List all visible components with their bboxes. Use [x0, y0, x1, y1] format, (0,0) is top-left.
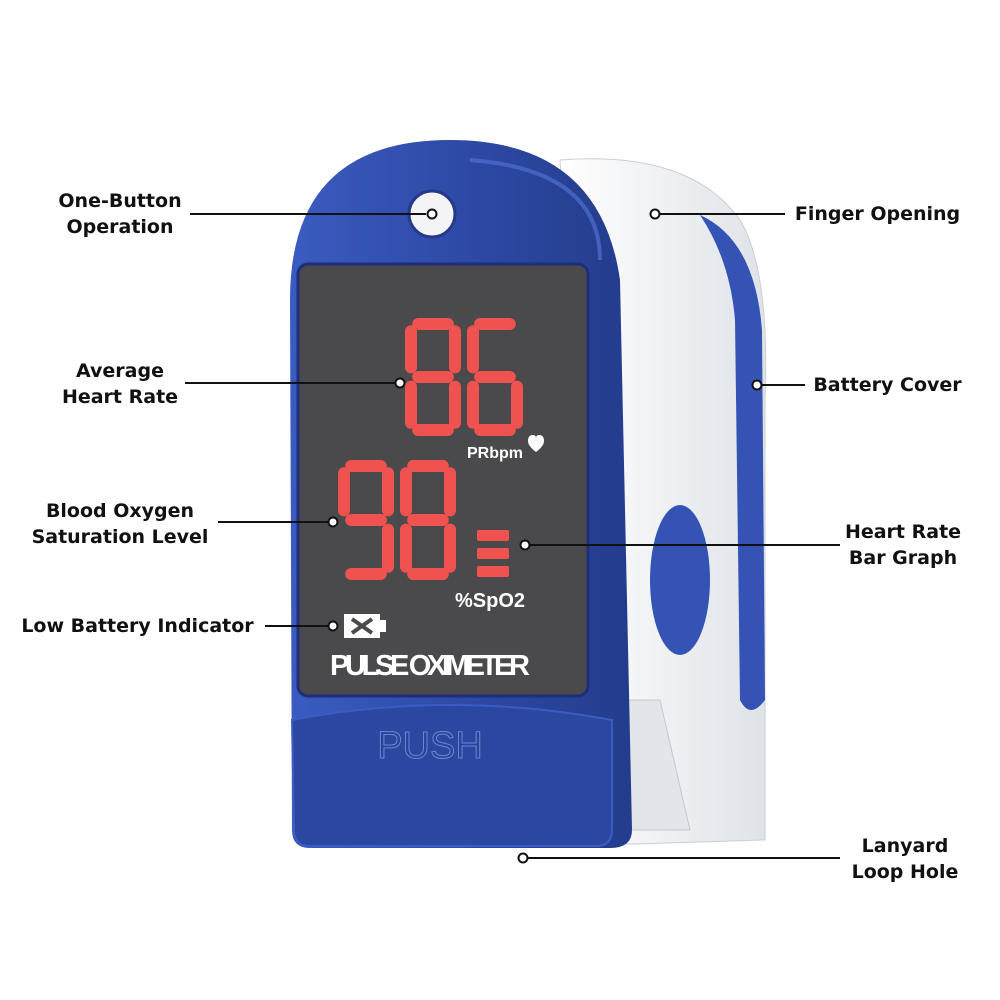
label-line: Average — [76, 360, 164, 382]
digit-segment-d — [412, 424, 454, 436]
digit-segment-d — [407, 568, 449, 580]
battery-cover — [700, 215, 765, 710]
digit-segment-e — [467, 380, 479, 429]
side-grip — [650, 505, 710, 655]
digit-segment-c — [449, 380, 461, 429]
digit-segment-f — [405, 325, 417, 374]
digit-segment-g — [407, 514, 449, 526]
digit-segment-e — [405, 380, 417, 429]
label-line: Lanyard — [861, 835, 949, 857]
label-line: Operation — [66, 216, 174, 238]
label-finger-opening: Finger Opening — [785, 201, 970, 227]
callout-lines — [185, 208, 840, 864]
digit-segment-d — [474, 424, 516, 436]
label-line: Blood Oxygen — [45, 500, 195, 522]
segment-digits — [338, 318, 523, 580]
bar-graph-segment — [477, 530, 509, 541]
label-line: Finger Opening — [794, 203, 961, 225]
digit-segment-f — [467, 325, 479, 374]
digit-segment-d — [345, 568, 387, 580]
label-line: Loop Hole — [851, 861, 959, 883]
label-line: Heart Rate — [844, 521, 962, 543]
bar-graph-segment — [477, 548, 509, 559]
digit-segment-c — [444, 523, 456, 573]
digit-segment-c — [511, 380, 523, 429]
spo2-unit-label: %SpO2 — [455, 590, 525, 612]
pulse-unit-label: PRbpm — [467, 445, 523, 462]
heart-rate-bar-graph — [477, 530, 509, 577]
digit-segment-b — [444, 467, 456, 517]
digit-segment-a — [345, 460, 387, 472]
screen-title: PULSE OXIMETER — [330, 650, 530, 682]
low-battery-icon — [344, 614, 386, 638]
label-low-battery: Low Battery Indicator — [10, 613, 265, 639]
label-line: Saturation Level — [31, 526, 209, 548]
heart-icon — [528, 435, 544, 452]
label-line: Low Battery Indicator — [21, 615, 254, 637]
digit-segment-f — [338, 467, 350, 517]
body-rim — [469, 158, 602, 261]
digit-segment-a — [474, 318, 516, 330]
digit-segment-b — [449, 325, 461, 374]
digit-segment-e — [400, 523, 412, 573]
digit-segment-c — [382, 523, 394, 573]
digit-segment-f — [400, 467, 412, 517]
push-panel — [290, 704, 613, 847]
digit-segment-a — [407, 460, 449, 472]
label-line: Heart Rate — [61, 386, 179, 408]
label-line: Battery Cover — [813, 374, 962, 396]
digit-segment-g — [345, 514, 387, 526]
digit-segment-a — [412, 318, 454, 330]
label-battery-cover: Battery Cover — [805, 372, 970, 398]
digit-segment-b — [382, 467, 394, 517]
digit-segment-g — [474, 371, 516, 383]
label-line: Bar Graph — [848, 547, 958, 569]
label-line: One-Button — [58, 190, 182, 212]
display-screen — [296, 262, 590, 698]
push-label: PUSH — [377, 725, 483, 767]
digit-segment-g — [412, 371, 454, 383]
bar-graph-segment — [477, 566, 509, 577]
